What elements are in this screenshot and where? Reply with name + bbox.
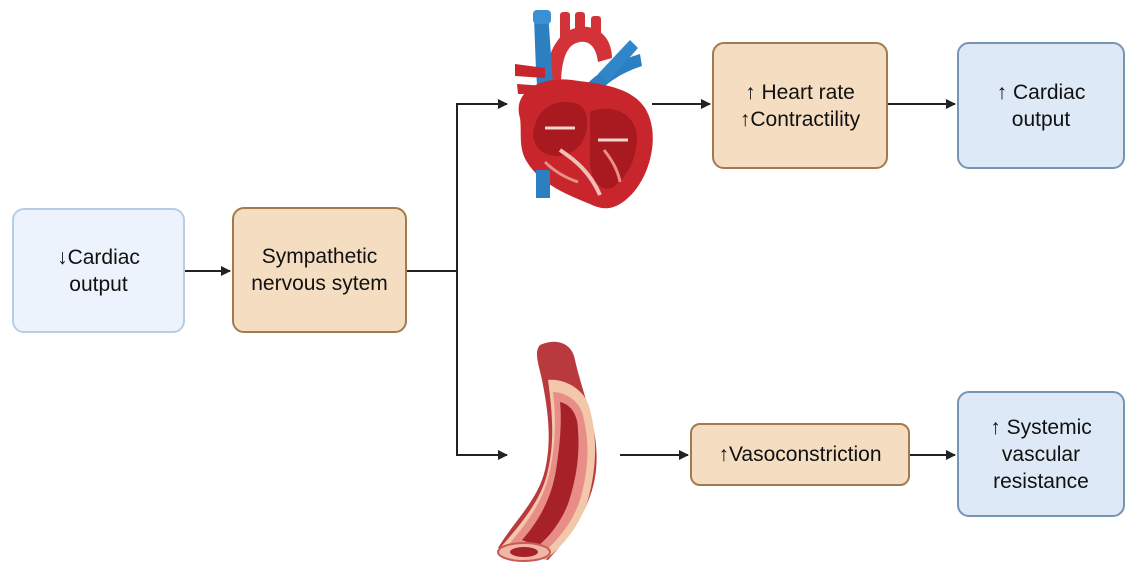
decreased-cardiac-output-box: ↓Cardiac output: [12, 208, 185, 333]
svr-line1: ↑ Systemic: [990, 414, 1092, 441]
svr-line2: vascular: [990, 441, 1092, 468]
increased-cardiac-output-box: ↑ Cardiac output: [957, 42, 1125, 169]
contractility-label: ↑Contractility: [740, 106, 860, 133]
increased-cardiac-output-line1: ↑ Cardiac: [997, 79, 1086, 106]
heart-rate-label: ↑ Heart rate: [740, 79, 860, 106]
sympathetic-line2: nervous sytem: [251, 270, 388, 297]
decreased-cardiac-output-line1: ↓Cardiac: [57, 244, 140, 271]
vasoconstriction-box: ↑Vasoconstriction: [690, 423, 910, 486]
systemic-vascular-resistance-box: ↑ Systemic vascular resistance: [957, 391, 1125, 517]
increased-cardiac-output-line2: output: [997, 106, 1086, 133]
heart-effects-box: ↑ Heart rate ↑Contractility: [712, 42, 888, 169]
svr-line3: resistance: [990, 468, 1092, 495]
decreased-cardiac-output-line2: output: [57, 271, 140, 298]
sympathetic-line1: Sympathetic: [251, 243, 388, 270]
sympathetic-nervous-system-box: Sympathetic nervous sytem: [232, 207, 407, 333]
vasoconstriction-label: ↑Vasoconstriction: [718, 441, 881, 468]
